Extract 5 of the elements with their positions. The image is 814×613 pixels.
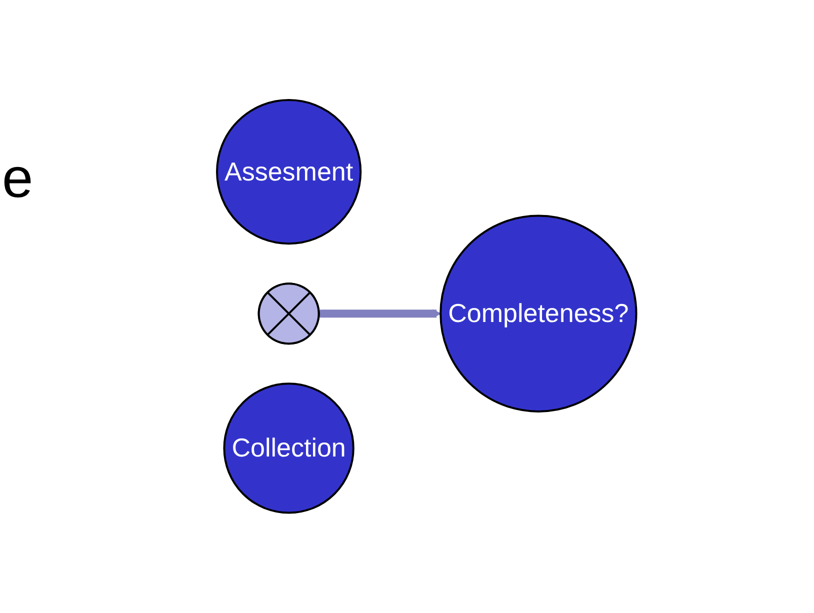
node-circle: Completeness? (440, 214, 638, 413)
node-circle: Assesment (216, 99, 362, 245)
arrow (319, 309, 442, 318)
text-fragment: e (2, 150, 34, 206)
node-circle: Collection (224, 382, 355, 514)
